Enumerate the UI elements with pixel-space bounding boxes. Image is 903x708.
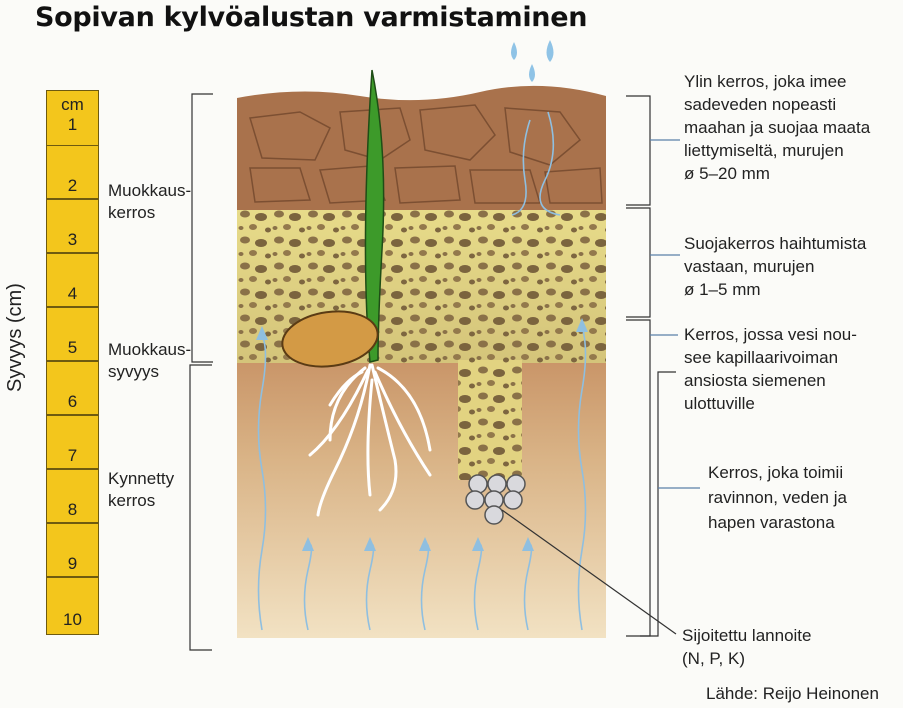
source-credit: Lähde: Reijo Heinonen	[706, 684, 879, 704]
label-tillage-layer: Muokkaus- kerros	[108, 180, 191, 224]
label-tillage-depth: Muokkaus- syvyys	[108, 339, 191, 383]
label-plowed-layer: Kynnetty kerros	[108, 468, 174, 512]
label-top-layer: Ylin kerros, joka imee sadeveden nopeast…	[684, 70, 870, 185]
label-protective-layer: Suojakerros haihtumista vastaan, murujen…	[684, 232, 866, 301]
label-fertilizer: Sijoitettu lannoite (N, P, K)	[682, 624, 811, 670]
rain-drops-icon	[511, 40, 554, 82]
label-storage-layer: Kerros, joka toimii ravinnon, veden ja h…	[708, 460, 847, 535]
label-capillary-layer: Kerros, jossa vesi nou- see kapillaarivo…	[684, 323, 857, 415]
